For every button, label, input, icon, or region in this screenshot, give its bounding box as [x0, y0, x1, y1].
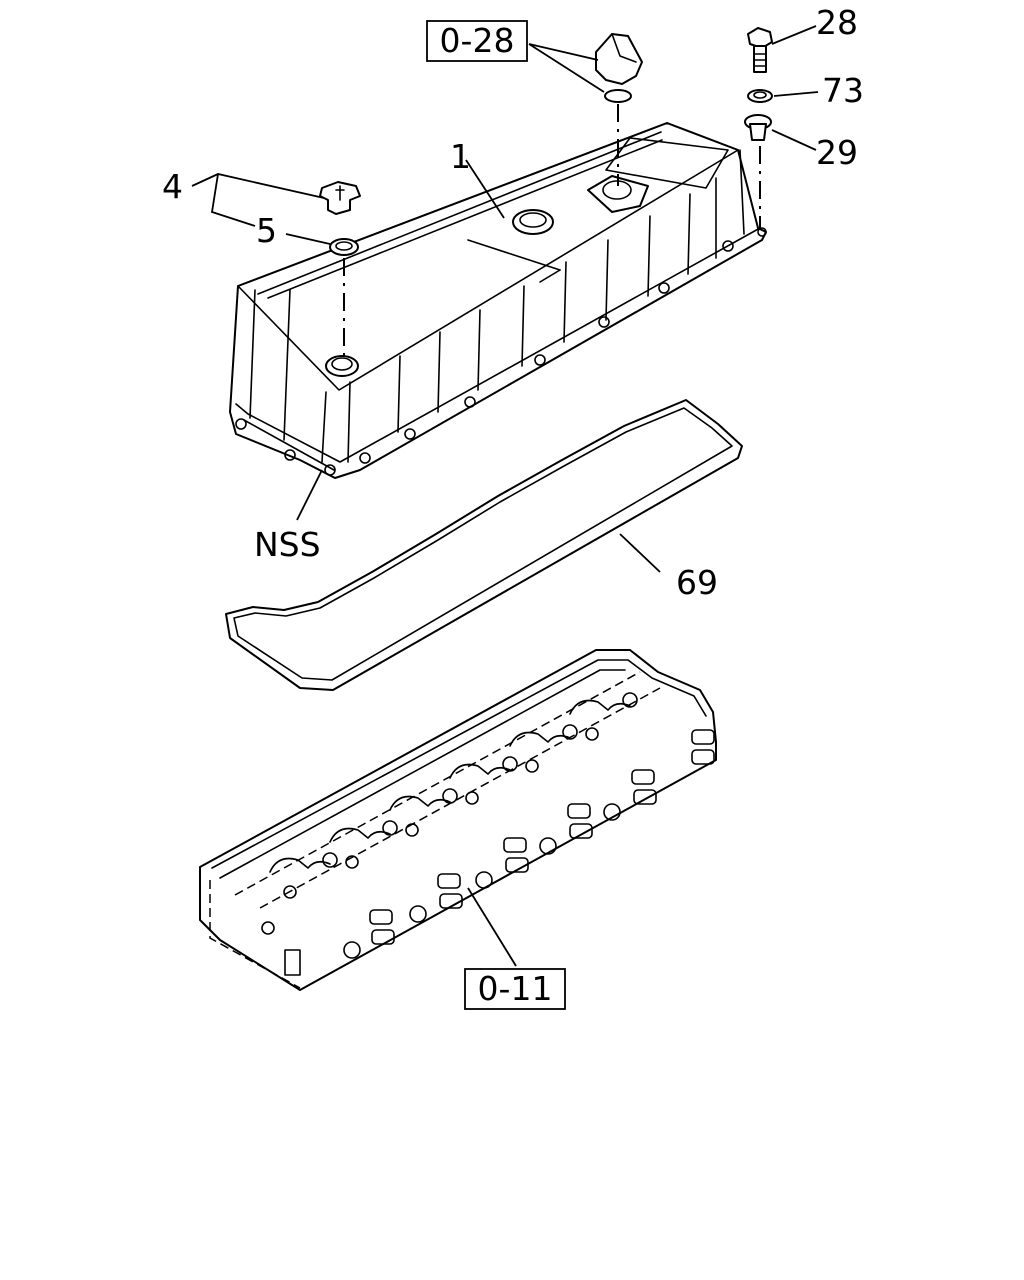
callout-1: 1: [450, 137, 471, 176]
washer: [747, 89, 773, 103]
cylinder-head: [199, 649, 717, 991]
breather-valve: [595, 33, 643, 103]
callout-69: 69: [676, 563, 718, 602]
valve-cover-gasket: [225, 399, 743, 691]
assembly-center-lines: [343, 104, 761, 358]
bolt: [747, 27, 773, 73]
callout-73: 73: [822, 71, 864, 110]
callout-nss: NSS: [254, 525, 321, 564]
oil-filler-cap: [319, 181, 361, 215]
ref-label-bottom: 0-11: [478, 969, 553, 1008]
leader-lines: [191, 25, 819, 967]
reference-box-top: 0-28: [426, 20, 528, 62]
callout-5: 5: [256, 211, 277, 250]
oil-filler-cap-seal: [329, 238, 359, 256]
reference-box-bottom: 0-11: [464, 968, 566, 1010]
callout-4: 4: [162, 167, 183, 206]
ref-label-top: 0-28: [440, 21, 515, 60]
callout-29: 29: [816, 133, 858, 172]
callout-28: 28: [816, 3, 858, 42]
grommet: [744, 114, 772, 141]
valve-cover: [229, 122, 767, 479]
